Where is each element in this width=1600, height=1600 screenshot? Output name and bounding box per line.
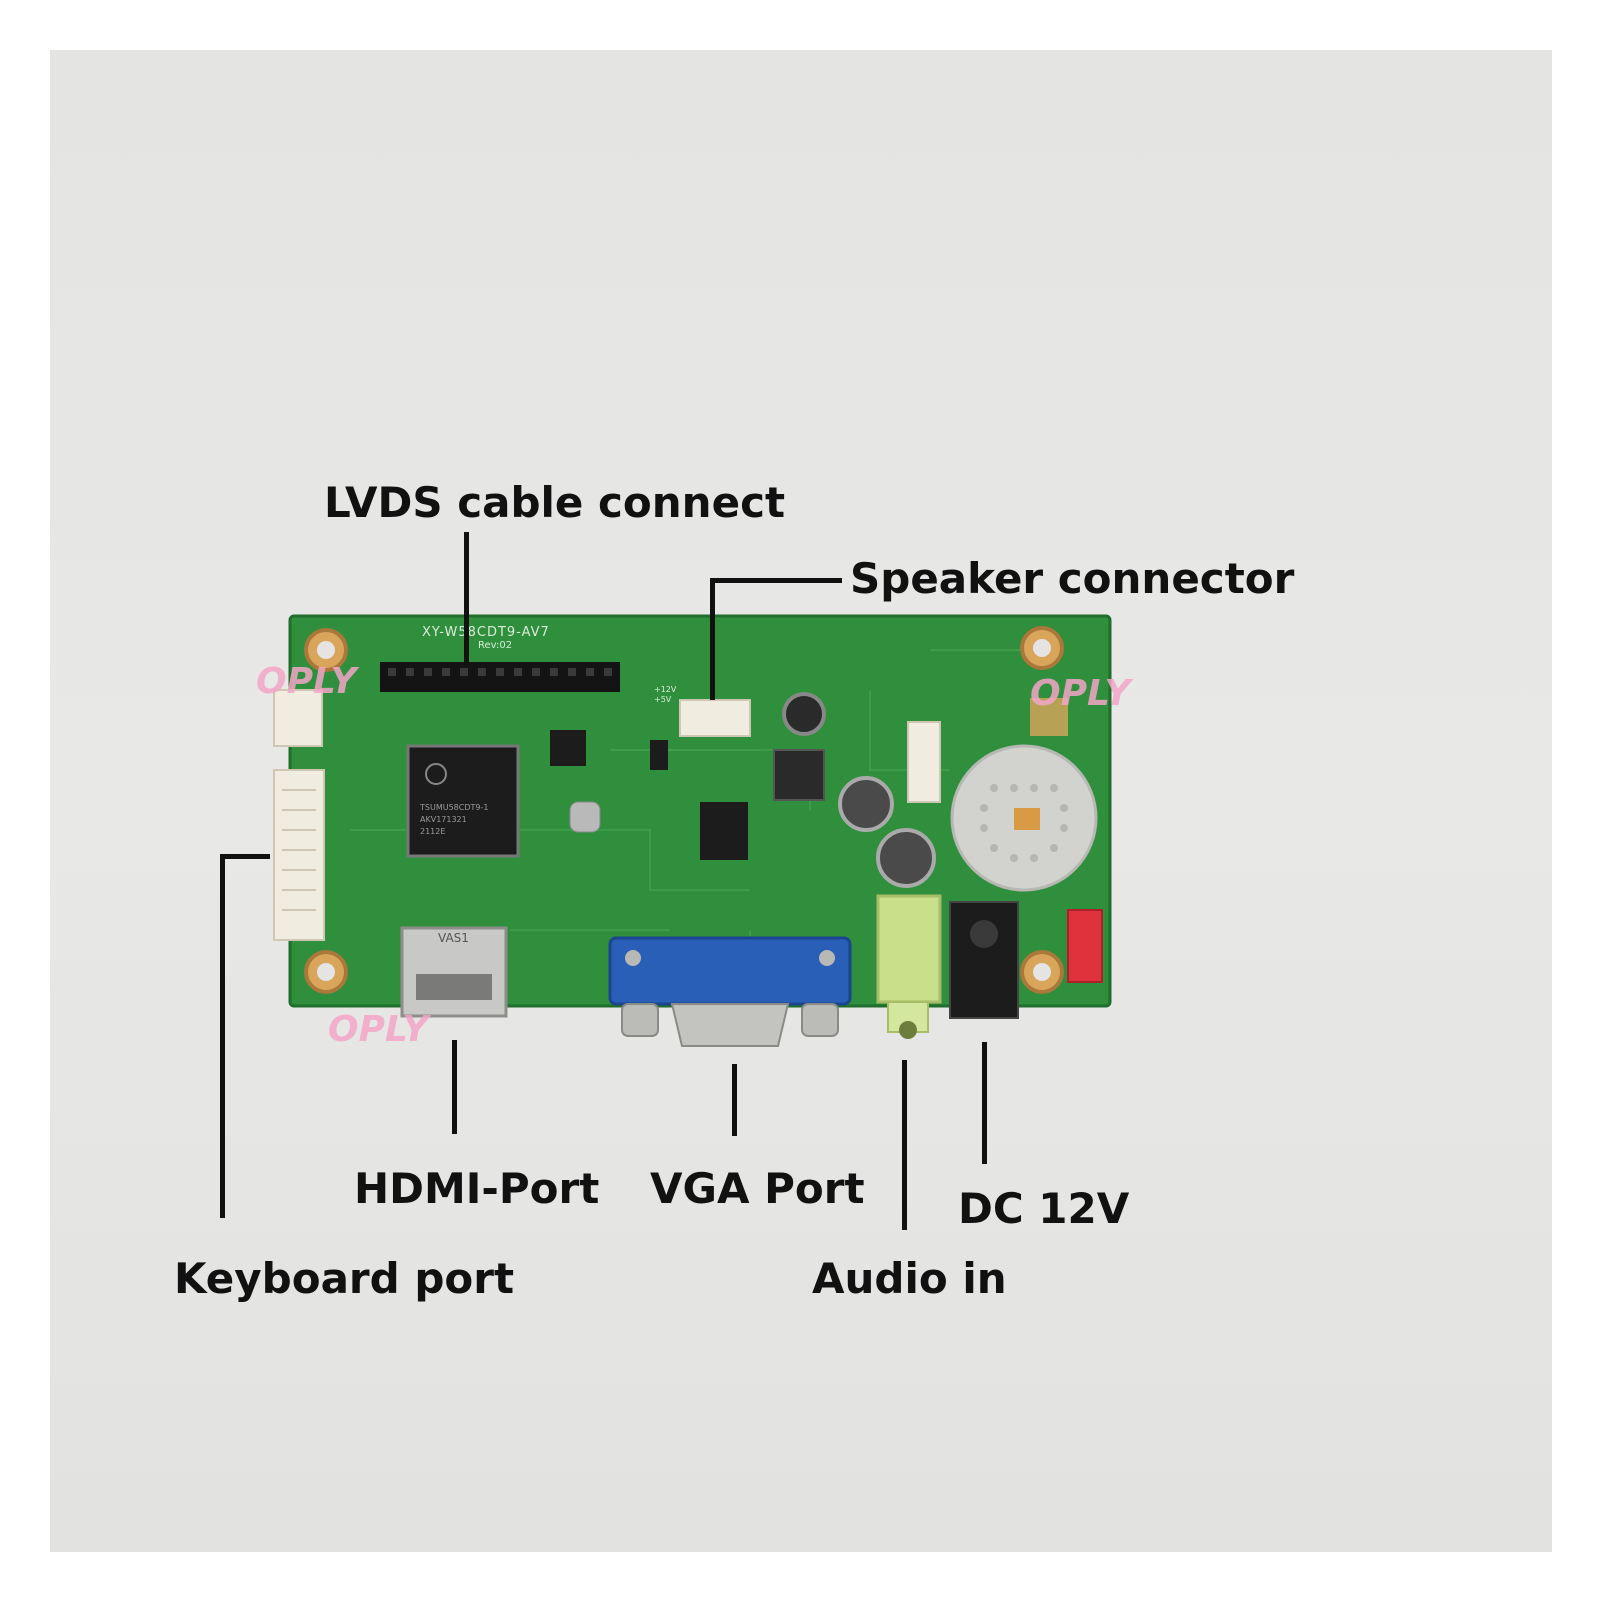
right-connector	[907, 721, 941, 803]
dc-jack	[949, 901, 1019, 1019]
power-mark-12v: +12V	[654, 685, 677, 694]
red-connector	[1067, 909, 1103, 983]
leader-audio	[902, 1060, 907, 1230]
inductor	[773, 749, 825, 801]
mounting-holes	[304, 626, 1064, 994]
label-vga-port: VGA Port	[650, 1164, 865, 1213]
power-mark-5v: +5V	[654, 695, 672, 704]
main-chip	[406, 744, 520, 858]
photo-background: XY-W58CDT9-AV7 Rev:02 TSUMU58CDT9-1 AKV1…	[50, 50, 1552, 1552]
capacitor	[782, 692, 826, 736]
watermark: OPLY	[328, 1009, 429, 1050]
capacitor	[838, 776, 894, 832]
watermark: OPLY	[256, 661, 357, 702]
label-audio-in: Audio in	[812, 1254, 1007, 1303]
chip-marking-2: AKV171321	[420, 815, 467, 824]
audio-jack	[876, 894, 942, 1004]
vga-port	[608, 936, 852, 1006]
leader-keyboard-h	[220, 854, 270, 859]
copper-pad	[1014, 808, 1040, 830]
board-model: XY-W58CDT9-AV7	[422, 625, 550, 640]
label-keyboard-port: Keyboard port	[174, 1254, 515, 1303]
capacitor	[876, 828, 936, 888]
leader-keyboard-v	[220, 854, 225, 1218]
label-dc-12v: DC 12V	[958, 1184, 1130, 1233]
small-chip	[550, 730, 586, 766]
leader-speaker-h	[710, 578, 842, 583]
chip-marking-1: TSUMU58CDT9-1	[420, 803, 489, 812]
leader-speaker-v	[710, 578, 715, 700]
pcb-illustration	[273, 614, 1112, 1047]
keyboard-connector	[273, 769, 325, 941]
board-revision: Rev:02	[478, 640, 513, 651]
hdmi-marking: VAS1	[438, 931, 469, 945]
leader-hdmi	[452, 1040, 457, 1134]
label-speaker-connector: Speaker connector	[850, 554, 1295, 603]
speaker-connector	[679, 699, 751, 737]
crystal	[569, 801, 601, 833]
label-hdmi-port: HDMI-Port	[354, 1164, 600, 1213]
leader-dc	[982, 1042, 987, 1164]
audio-amp-chip	[700, 802, 748, 860]
left-small-connector	[273, 689, 323, 747]
lvds-header	[380, 662, 620, 692]
chip-marking-3: 2112E	[420, 827, 446, 836]
watermark: OPLY	[1030, 673, 1131, 714]
label-lvds-cable-connect: LVDS cable connect	[324, 478, 786, 527]
leader-lvds	[464, 532, 469, 666]
leader-vga	[732, 1064, 737, 1136]
hdmi-port	[400, 926, 508, 1018]
